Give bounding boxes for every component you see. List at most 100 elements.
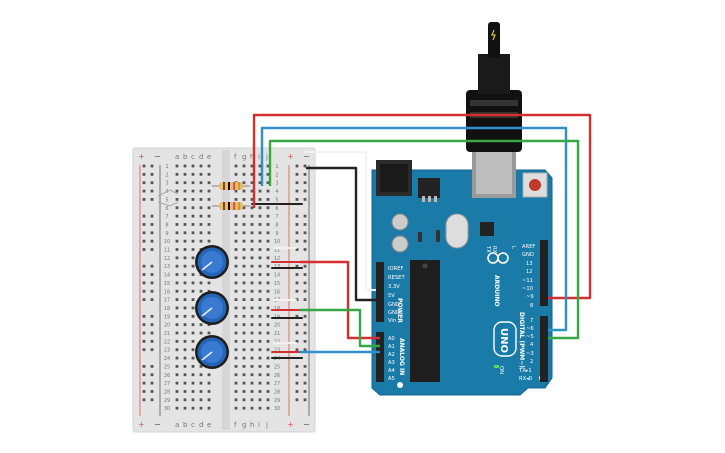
potentiometer[interactable] — [195, 335, 229, 369]
breadboard-hole[interactable] — [258, 381, 262, 385]
breadboard-hole[interactable] — [250, 264, 254, 268]
breadboard-hole[interactable] — [266, 398, 270, 402]
breadboard-hole[interactable] — [183, 214, 187, 218]
breadboard-hole[interactable] — [303, 189, 307, 193]
breadboard-hole[interactable] — [142, 298, 146, 301]
breadboard-hole[interactable] — [250, 356, 254, 360]
breadboard-hole[interactable] — [242, 314, 246, 318]
breadboard-hole[interactable] — [183, 390, 187, 393]
breadboard-hole[interactable] — [258, 365, 262, 368]
breadboard-hole[interactable] — [258, 181, 262, 185]
breadboard-hole[interactable] — [303, 314, 307, 318]
breadboard-hole[interactable] — [175, 365, 179, 368]
breadboard-hole[interactable] — [250, 306, 254, 310]
breadboard-hole[interactable] — [295, 264, 299, 268]
breadboard-hole[interactable] — [183, 239, 187, 243]
breadboard-hole[interactable] — [250, 206, 254, 210]
breadboard-hole[interactable] — [234, 248, 238, 251]
breadboard-hole[interactable] — [150, 398, 154, 402]
breadboard-hole[interactable] — [183, 381, 187, 385]
breadboard-hole[interactable] — [175, 223, 179, 226]
breadboard-hole[interactable] — [250, 273, 254, 276]
breadboard-hole[interactable] — [303, 172, 307, 176]
breadboard-hole[interactable] — [199, 398, 203, 402]
breadboard-hole[interactable] — [150, 198, 154, 201]
breadboard-hole[interactable] — [303, 239, 307, 243]
breadboard-hole[interactable] — [266, 206, 270, 210]
breadboard-hole[interactable] — [191, 164, 195, 168]
breadboard-hole[interactable] — [183, 306, 187, 310]
breadboard-hole[interactable] — [250, 239, 254, 243]
breadboard-hole[interactable] — [258, 172, 262, 176]
breadboard-hole[interactable] — [266, 381, 270, 385]
breadboard-hole[interactable] — [199, 181, 203, 185]
breadboard-hole[interactable] — [142, 248, 146, 251]
breadboard-hole[interactable] — [258, 189, 262, 193]
breadboard-hole[interactable] — [150, 189, 154, 193]
breadboard-hole[interactable] — [266, 331, 270, 335]
breadboard-hole[interactable] — [258, 239, 262, 243]
breadboard-hole[interactable] — [295, 390, 299, 393]
breadboard-hole[interactable] — [175, 314, 179, 318]
breadboard-hole[interactable] — [199, 281, 203, 285]
breadboard-hole[interactable] — [199, 198, 203, 201]
breadboard-hole[interactable] — [295, 314, 299, 318]
breadboard-hole[interactable] — [250, 298, 254, 301]
breadboard-hole[interactable] — [303, 298, 307, 301]
breadboard-hole[interactable] — [303, 339, 307, 343]
breadboard-hole[interactable] — [250, 223, 254, 226]
breadboard-hole[interactable] — [175, 214, 179, 218]
breadboard-hole[interactable] — [234, 172, 238, 176]
arduino-uno-board[interactable]: ARDUINO UNO TX RX L ON POWER IOREF RESET… — [371, 148, 553, 396]
breadboard-hole[interactable] — [234, 348, 238, 352]
breadboard-hole[interactable] — [250, 164, 254, 168]
breadboard-hole[interactable] — [150, 231, 154, 235]
breadboard-hole[interactable] — [250, 323, 254, 327]
breadboard-hole[interactable] — [242, 323, 246, 327]
breadboard-hole[interactable] — [183, 365, 187, 368]
breadboard-hole[interactable] — [295, 381, 299, 385]
breadboard-hole[interactable] — [258, 164, 262, 168]
breadboard-hole[interactable] — [150, 390, 154, 393]
breadboard-hole[interactable] — [295, 339, 299, 343]
breadboard-hole[interactable] — [142, 181, 146, 185]
breadboard-hole[interactable] — [242, 164, 246, 168]
breadboard-hole[interactable] — [175, 198, 179, 201]
breadboard-hole[interactable] — [142, 289, 146, 293]
breadboard-hole[interactable] — [183, 339, 187, 343]
usb-port[interactable] — [472, 148, 516, 198]
breadboard-hole[interactable] — [175, 181, 179, 185]
breadboard-hole[interactable] — [234, 273, 238, 276]
potentiometer[interactable] — [195, 291, 229, 325]
breadboard-hole[interactable] — [191, 298, 195, 301]
breadboard-hole[interactable] — [142, 339, 146, 343]
breadboard-hole[interactable] — [295, 223, 299, 226]
breadboard-hole[interactable] — [207, 164, 211, 168]
breadboard-hole[interactable] — [207, 181, 211, 185]
breadboard-hole[interactable] — [175, 398, 179, 402]
breadboard-hole[interactable] — [234, 323, 238, 327]
breadboard-hole[interactable] — [242, 181, 246, 185]
breadboard-hole[interactable] — [295, 189, 299, 193]
breadboard-hole[interactable] — [242, 172, 246, 176]
breadboard-hole[interactable] — [258, 231, 262, 235]
breadboard-hole[interactable] — [234, 298, 238, 301]
breadboard-hole[interactable] — [150, 264, 154, 268]
breadboard-hole[interactable] — [242, 298, 246, 301]
breadboard-hole[interactable] — [191, 406, 195, 410]
breadboard-hole[interactable] — [250, 289, 254, 293]
breadboard-hole[interactable] — [175, 281, 179, 285]
breadboard-hole[interactable] — [183, 264, 187, 268]
breadboard-hole[interactable] — [207, 381, 211, 385]
breadboard-hole[interactable] — [183, 189, 187, 193]
breadboard-hole[interactable] — [191, 248, 195, 251]
breadboard-hole[interactable] — [191, 281, 195, 285]
breadboard-hole[interactable] — [175, 248, 179, 251]
breadboard-hole[interactable] — [250, 390, 254, 393]
breadboard-hole[interactable] — [295, 231, 299, 235]
breadboard-hole[interactable] — [150, 373, 154, 377]
potentiometer[interactable] — [195, 245, 229, 279]
resistor[interactable] — [212, 202, 250, 210]
breadboard-hole[interactable] — [303, 214, 307, 218]
breadboard-hole[interactable] — [175, 273, 179, 276]
